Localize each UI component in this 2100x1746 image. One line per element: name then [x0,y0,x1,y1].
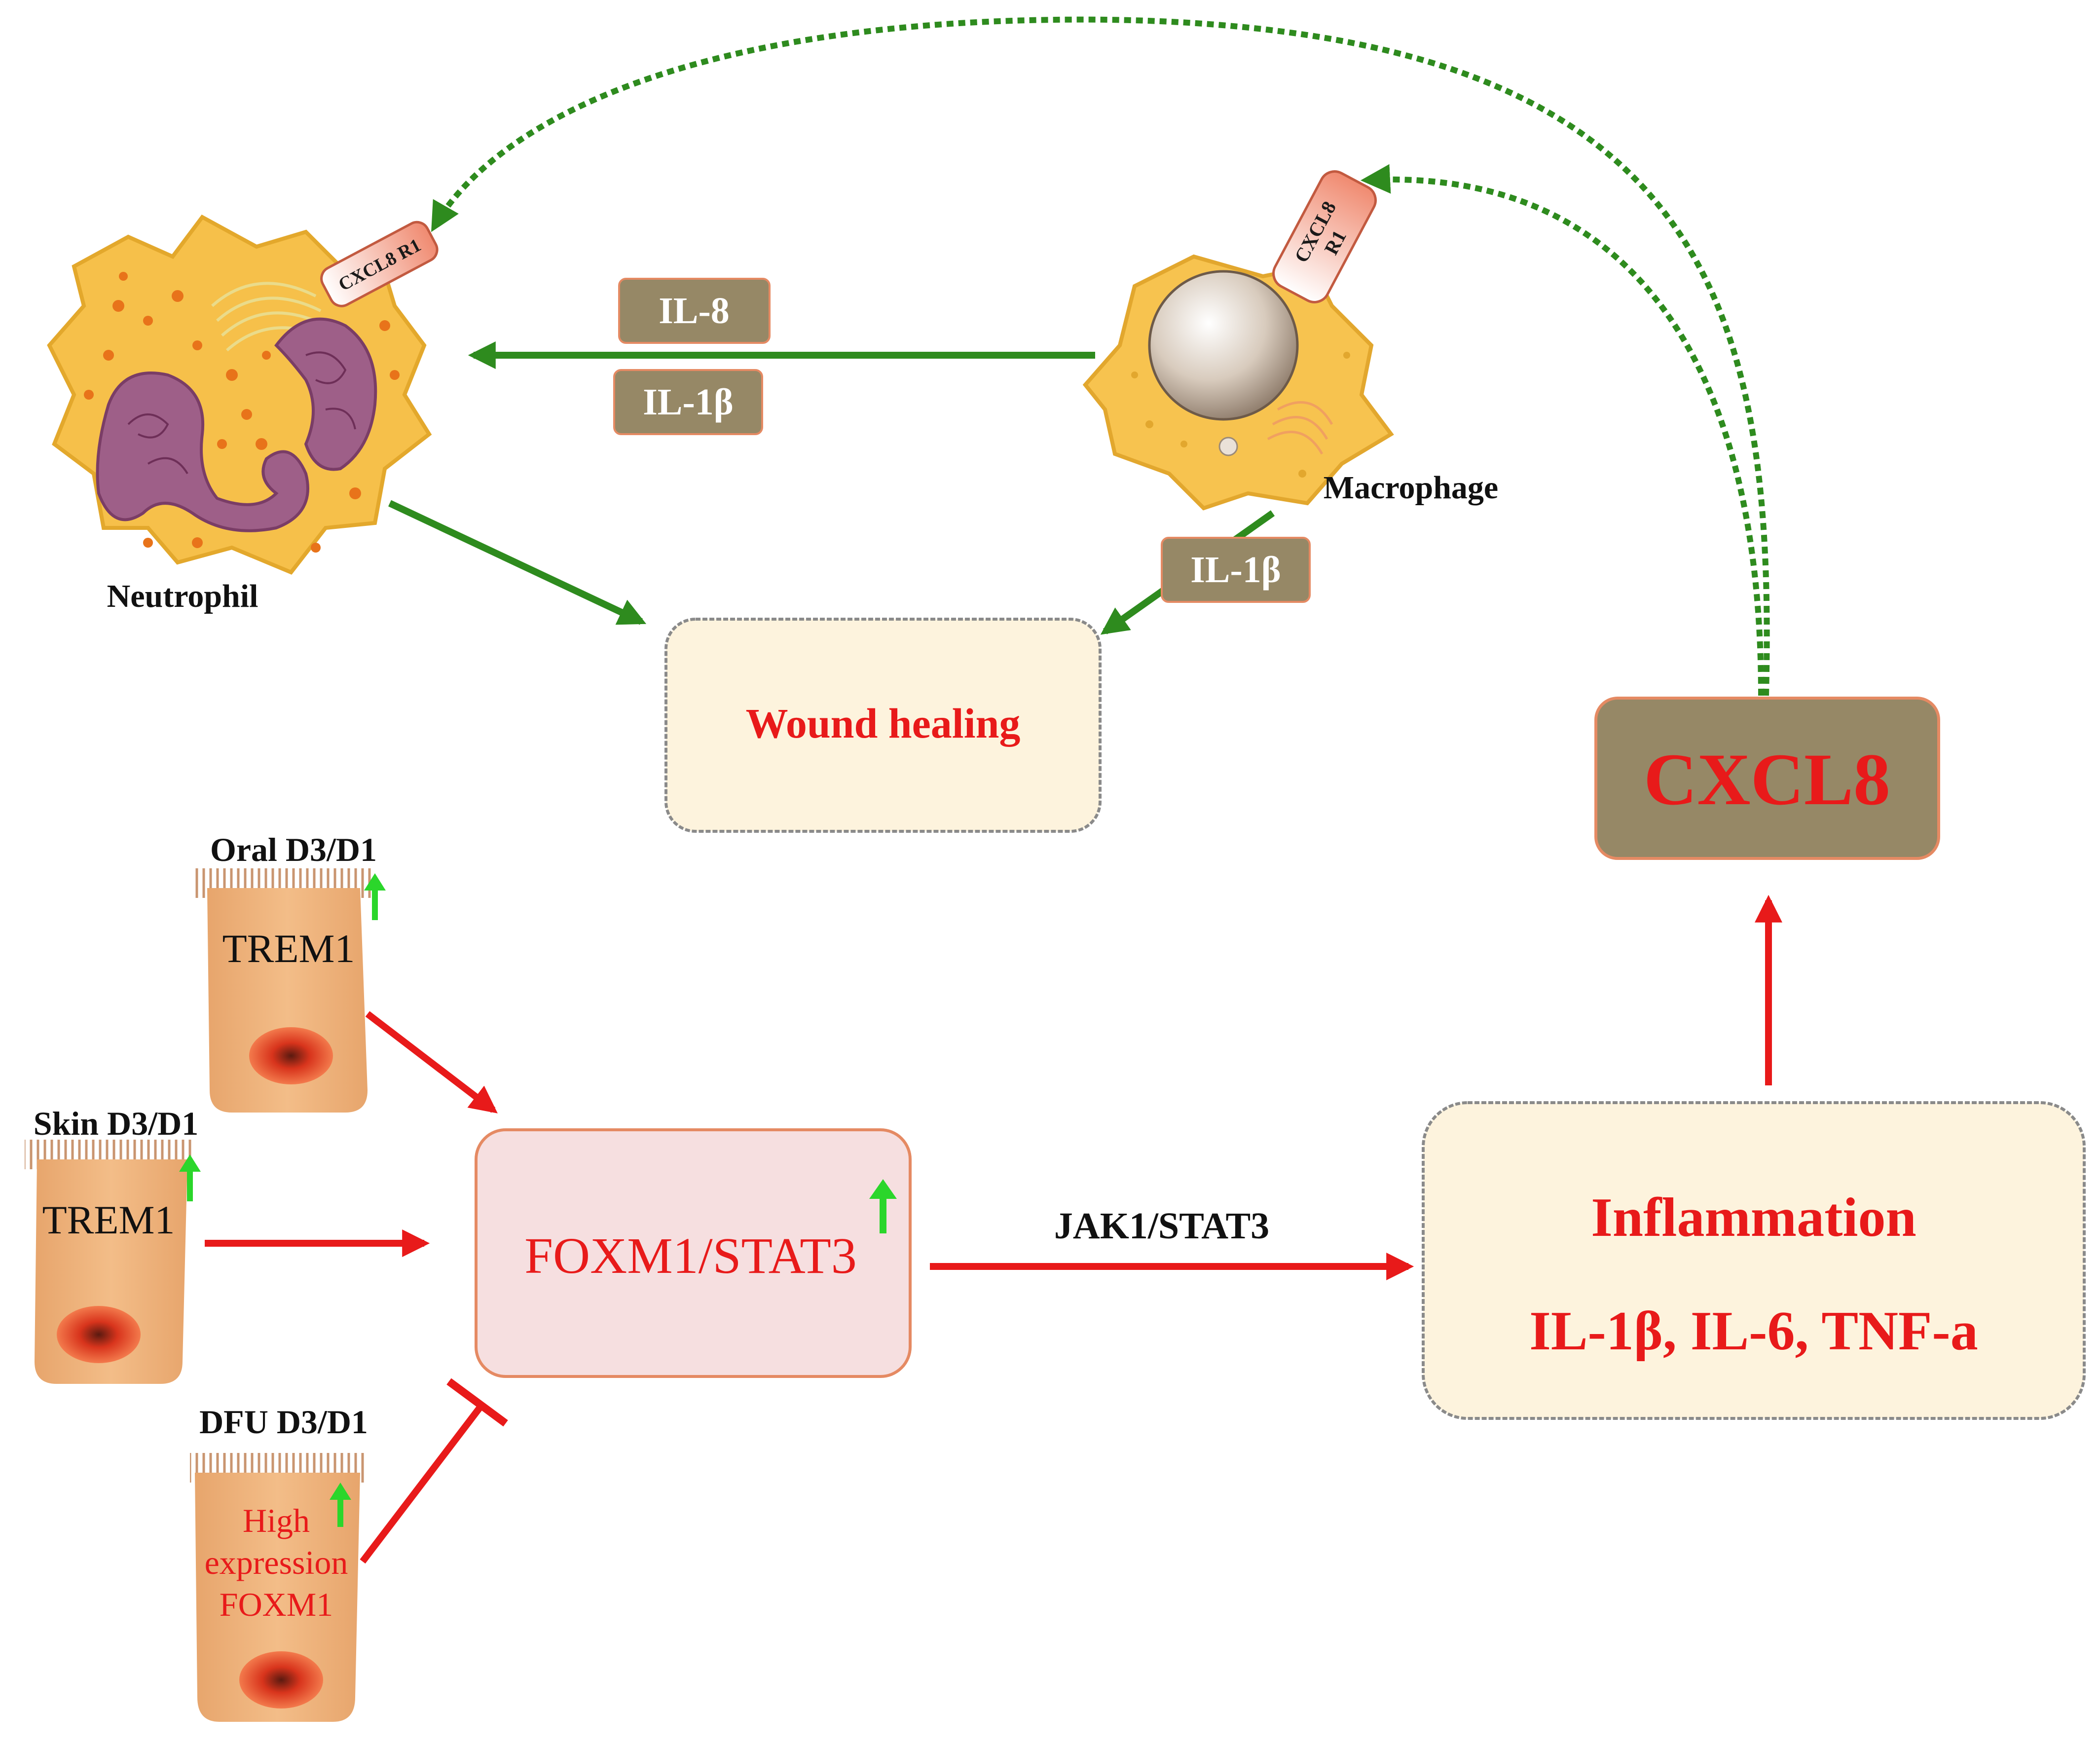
foxm1-stat3-box: FOXM1/STAT3 [475,1128,912,1378]
dfu-label-line1: High [243,1502,310,1539]
neutrophil-label: Neutrophil [107,578,258,614]
neutrophil-cell: CXCL8 R1 [47,214,439,575]
foxm1-up-arrow-icon [869,1179,897,1233]
macrophage-nucleus [1148,270,1299,421]
neutrophil-to-wound-arrow [388,500,647,625]
wound-healing-box: Wound healing [664,618,1102,833]
dfu-label-line3: FOXM1 [220,1586,333,1623]
il1b-right-label: IL-1β [1190,549,1281,591]
skin-label: TREM1 [42,1197,175,1242]
dfu-up-arrow-icon [330,1483,351,1527]
dfu-label-line2: expression [205,1544,348,1581]
jak1-stat3-label: JAK1/STAT3 [1054,1205,1269,1247]
oral-epithelial-cell: TREM1 [192,868,386,1113]
macrophage-cell: CXCL8 R1 [1082,170,1394,511]
cxcl8-label: CXCL8 [1644,739,1890,820]
foxm1-stat3-label: FOXM1/STAT3 [524,1227,857,1284]
oral-to-foxm1-arrow [365,1011,498,1114]
skin-epithelial-cell: TREM1 [25,1140,201,1384]
cxcl8-box: CXCL8 [1594,697,1940,860]
dfu-title: DFU D3/D1 [199,1403,368,1441]
oral-label: TREM1 [222,926,355,971]
cxcl8-to-macrophage-arrow [1361,164,1764,696]
oral-title: Oral D3/D1 [210,831,377,868]
skin-up-arrow-icon [179,1154,201,1201]
inflammation-cytokines: IL-1β, IL-6, TNF-a [1529,1300,1978,1362]
neutrophil-nucleus [96,371,309,532]
skin-title: Skin D3/D1 [34,1105,198,1142]
il8-badge: IL-8 [618,278,771,344]
macrophage-receptor: CXCL8 R1 [1272,170,1377,303]
cxcl8-to-neutrophil-arrow [431,16,1770,696]
dfu-epithelial-cell: High expression FOXM1 [190,1453,368,1722]
il1b-right-badge: IL-1β [1161,537,1311,603]
il1b-top-label: IL-1β [643,381,734,423]
inflammation-box: Inflammation IL-1β, IL-6, TNF-a [1422,1101,2086,1420]
wound-healing-label: Wound healing [746,700,1021,747]
dfu-inhibits-foxm1 [360,1378,508,1564]
il1b-top-badge: IL-1β [613,369,763,435]
il8-label: IL-8 [659,290,730,332]
macrophage-label: Macrophage [1324,470,1498,506]
inflammation-title: Inflammation [1591,1187,1916,1248]
oral-up-arrow-icon [364,873,386,920]
